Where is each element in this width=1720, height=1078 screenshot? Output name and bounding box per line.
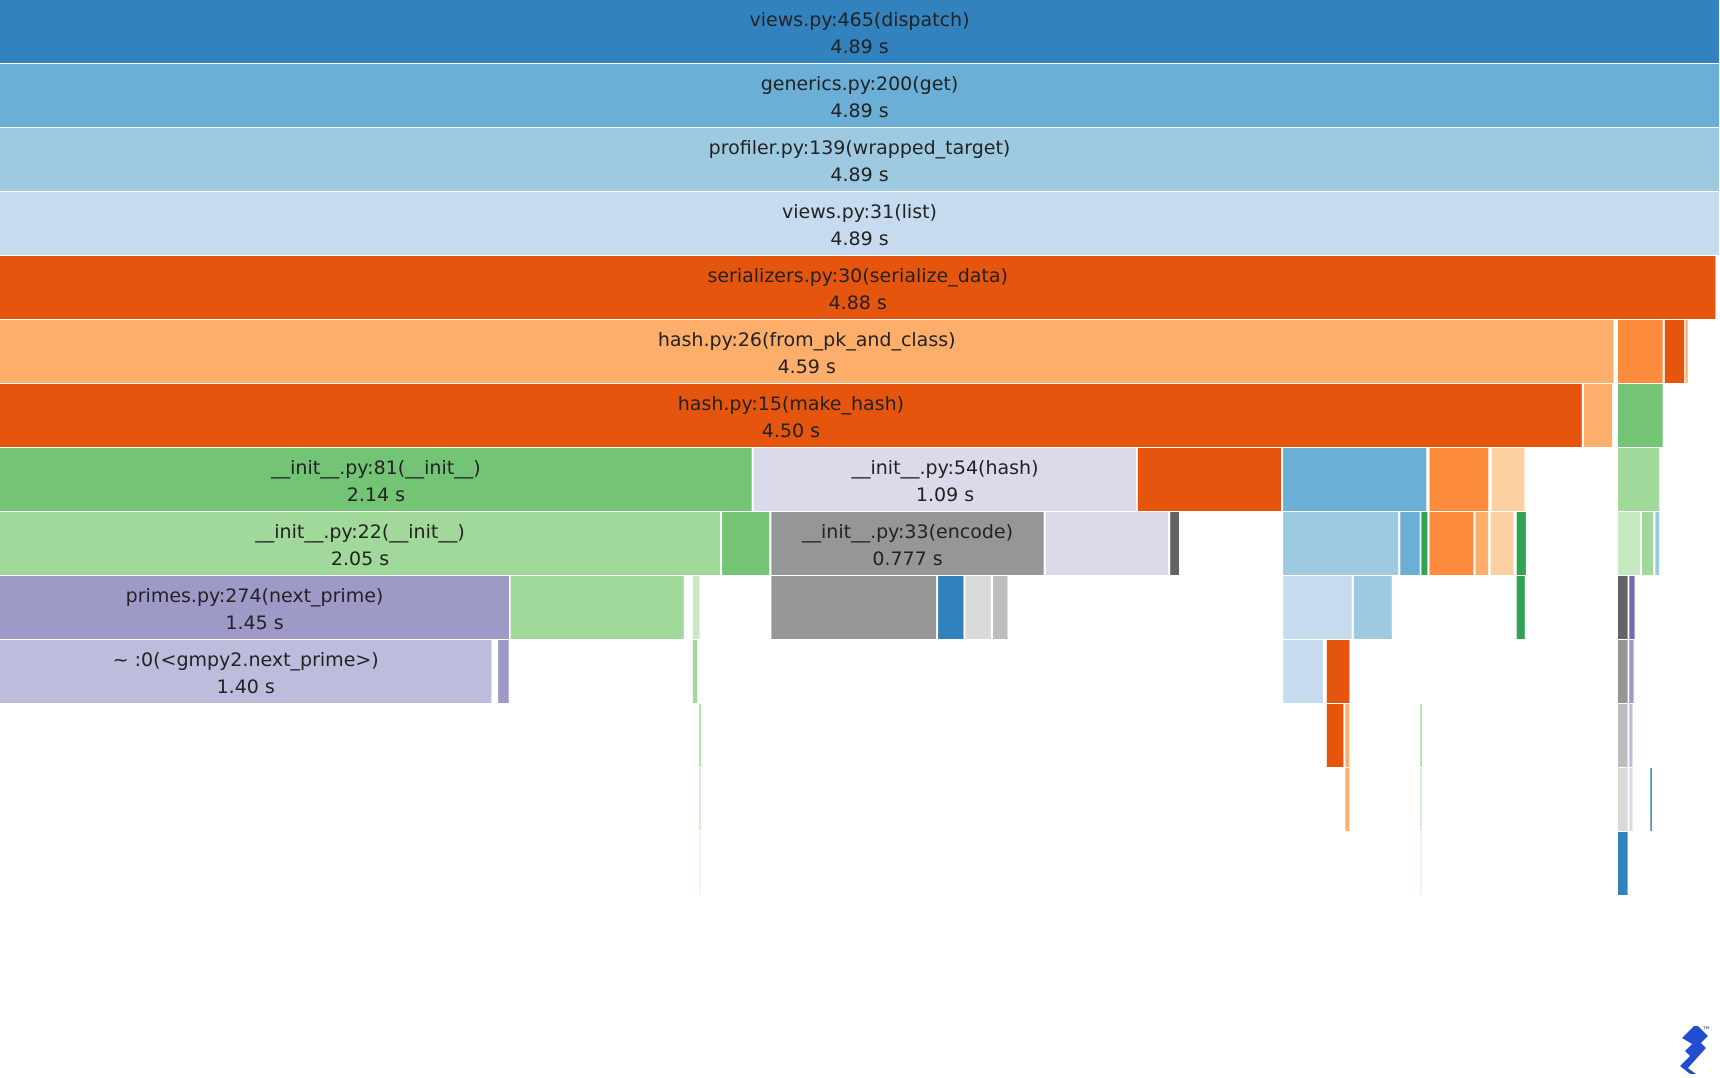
- frame-7-1[interactable]: [753, 448, 1137, 511]
- frame-8-5[interactable]: [1283, 512, 1399, 575]
- frame-label: serializers.py:30(serialize_data): [707, 265, 1007, 287]
- frame-3-0[interactable]: [0, 192, 1719, 255]
- frame-label: views.py:465(dispatch): [750, 9, 970, 31]
- frame-8-3[interactable]: [1045, 512, 1169, 575]
- frame-label: hash.py:26(from_pk_and_class): [658, 329, 956, 351]
- frame-time: 2.14 s: [347, 484, 405, 506]
- frame-5-2[interactable]: [1664, 320, 1685, 383]
- frame-time: 4.89 s: [830, 100, 888, 122]
- frame-11-5[interactable]: [1629, 704, 1633, 767]
- frame-time: 4.88 s: [829, 292, 887, 314]
- frame-9-2[interactable]: [692, 576, 700, 639]
- frame-time: 4.89 s: [830, 228, 888, 250]
- frame-time: 1.40 s: [217, 676, 275, 698]
- frame-2-0[interactable]: [0, 128, 1719, 191]
- frame-label: __init__.py:33(encode): [801, 521, 1013, 543]
- frame-label: __init__.py:54(hash): [850, 457, 1038, 479]
- frame-label: views.py:31(list): [782, 201, 937, 223]
- frame-12-5[interactable]: [1650, 768, 1652, 831]
- frame-9-1[interactable]: [510, 576, 684, 639]
- frame-5-1[interactable]: [1618, 320, 1663, 383]
- frame-6-2[interactable]: [1618, 384, 1663, 447]
- frame-time: 0.777 s: [872, 548, 942, 570]
- frame-time: 4.59 s: [778, 356, 836, 378]
- frame-8-2[interactable]: [771, 512, 1044, 575]
- frame-time: 4.89 s: [830, 36, 888, 58]
- frame-11-3[interactable]: [1420, 704, 1422, 767]
- frame-8-14[interactable]: [1655, 512, 1660, 575]
- frame-label: __init__.py:81(__init__): [270, 457, 480, 479]
- frame-9-6[interactable]: [993, 576, 1008, 639]
- frame-8-4[interactable]: [1170, 512, 1179, 575]
- frame-time: 1.09 s: [916, 484, 974, 506]
- frame-label: __init__.py:22(__init__): [254, 521, 464, 543]
- frame-8-11[interactable]: [1516, 512, 1526, 575]
- frame-label: primes.py:274(next_prime): [126, 585, 384, 607]
- frame-9-8[interactable]: [1353, 576, 1392, 639]
- frame-13-2[interactable]: [1618, 832, 1628, 895]
- frame-12-0[interactable]: [699, 768, 701, 831]
- frame-12-2[interactable]: [1420, 768, 1422, 831]
- frame-9-7[interactable]: [1283, 576, 1352, 639]
- frame-time: 4.89 s: [830, 164, 888, 186]
- frame-11-1[interactable]: [1326, 704, 1344, 767]
- frame-5-0[interactable]: [0, 320, 1614, 383]
- frame-9-0[interactable]: [0, 576, 509, 639]
- frame-time: 2.05 s: [331, 548, 389, 570]
- frame-8-9[interactable]: [1475, 512, 1489, 575]
- frame-13-0[interactable]: [699, 832, 701, 895]
- frame-8-1[interactable]: [722, 512, 770, 575]
- frame-9-3[interactable]: [771, 576, 937, 639]
- frame-12-1[interactable]: [1345, 768, 1350, 831]
- trademark-label: ™: [1702, 1026, 1711, 1036]
- frame-8-6[interactable]: [1400, 512, 1420, 575]
- frame-7-4[interactable]: [1429, 448, 1489, 511]
- frame-6-1[interactable]: [1583, 384, 1613, 447]
- frame-10-1[interactable]: [498, 640, 509, 703]
- frame-10-6[interactable]: [1629, 640, 1634, 703]
- frame-9-5[interactable]: [965, 576, 991, 639]
- frame-label: profiler.py:139(wrapped_target): [709, 137, 1011, 159]
- frame-8-0[interactable]: [0, 512, 721, 575]
- frame-7-5[interactable]: [1491, 448, 1525, 511]
- frame-7-3[interactable]: [1283, 448, 1427, 511]
- frame-11-2[interactable]: [1345, 704, 1350, 767]
- frame-9-11[interactable]: [1629, 576, 1635, 639]
- frame-11-0[interactable]: [699, 704, 701, 767]
- frame-8-10[interactable]: [1490, 512, 1514, 575]
- frame-8-7[interactable]: [1421, 512, 1428, 575]
- frame-10-2[interactable]: [692, 640, 698, 703]
- frame-label: generics.py:200(get): [761, 73, 959, 95]
- frame-8-12[interactable]: [1618, 512, 1640, 575]
- frame-6-0[interactable]: [0, 384, 1582, 447]
- frame-5-3[interactable]: [1685, 320, 1688, 383]
- frame-label: hash.py:15(make_hash): [678, 393, 904, 415]
- frame-13-1[interactable]: [1420, 832, 1422, 895]
- frame-9-10[interactable]: [1618, 576, 1628, 639]
- frame-7-6[interactable]: [1618, 448, 1660, 511]
- frame-12-3[interactable]: [1618, 768, 1628, 831]
- frame-10-3[interactable]: [1283, 640, 1323, 703]
- frame-0-0[interactable]: [0, 0, 1719, 63]
- frame-12-4[interactable]: [1629, 768, 1633, 831]
- frame-7-2[interactable]: [1137, 448, 1282, 511]
- frame-1-0[interactable]: [0, 64, 1719, 127]
- frame-10-0[interactable]: [0, 640, 492, 703]
- frame-11-4[interactable]: [1618, 704, 1628, 767]
- frame-9-4[interactable]: [938, 576, 964, 639]
- frame-time: 4.50 s: [762, 420, 820, 442]
- frame-time: 1.45 s: [225, 612, 283, 634]
- frame-8-13[interactable]: [1641, 512, 1654, 575]
- frame-8-8[interactable]: [1429, 512, 1474, 575]
- toptal-logo-icon: [1680, 1026, 1708, 1074]
- frame-9-9[interactable]: [1516, 576, 1525, 639]
- frame-7-0[interactable]: [0, 448, 752, 511]
- frame-4-0[interactable]: [0, 256, 1716, 319]
- frame-10-4[interactable]: [1326, 640, 1350, 703]
- frame-10-5[interactable]: [1618, 640, 1628, 703]
- frame-label: ~ :0(<gmpy2.next_prime>): [113, 649, 379, 671]
